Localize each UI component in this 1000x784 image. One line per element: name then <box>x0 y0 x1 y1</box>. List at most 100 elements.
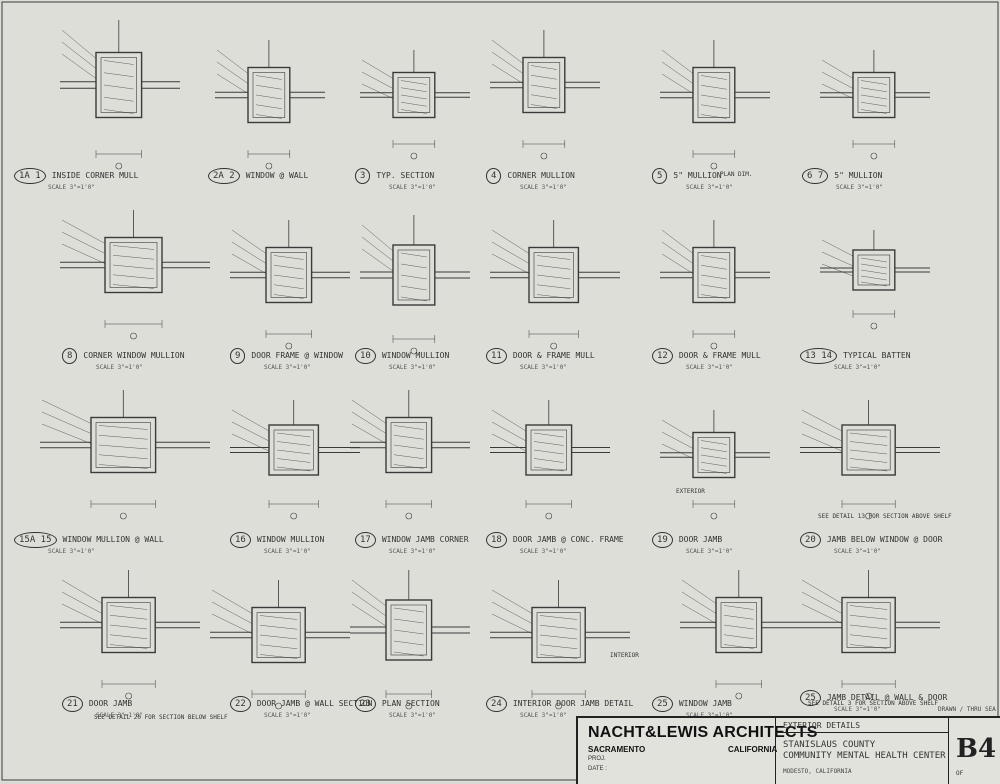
leader-line <box>61 231 106 254</box>
detail-scale: SCALE 3"=1'0" <box>686 184 733 191</box>
detail-title: INSIDE CORNER MULL <box>51 171 139 180</box>
detail-profile <box>715 596 763 654</box>
detail-title: WINDOW @ WALL <box>245 171 309 180</box>
leader-line <box>351 579 387 607</box>
leader-line <box>361 224 394 252</box>
leader-line <box>801 433 843 452</box>
detail-hatch <box>530 84 557 90</box>
detail-title: DOOR & FRAME MULL <box>678 351 761 360</box>
detail-profile <box>533 252 574 298</box>
leader-line <box>351 399 387 424</box>
detail-number: 15A 15 <box>14 532 57 548</box>
firm-state: CALIFORNIA <box>728 745 778 754</box>
detail-hatch <box>112 264 155 270</box>
detail-hatch <box>539 644 578 649</box>
leader-line <box>801 603 843 624</box>
detail-hatch <box>400 296 427 302</box>
firm-city: SACRAMENTO <box>588 745 646 754</box>
detail-title: WINDOW JAMB <box>678 699 732 708</box>
leader-line <box>361 236 394 262</box>
leader-line <box>661 419 694 439</box>
detail-hatch <box>393 454 424 459</box>
detail-title: DOOR FRAME @ WINDOW <box>251 351 343 360</box>
detail-profile <box>265 246 313 304</box>
detail-profile <box>95 51 143 119</box>
detail-number: 10 <box>355 348 376 364</box>
detail-profile <box>530 429 567 471</box>
detail-title: DOOR JAMB <box>88 699 133 708</box>
detail-profile <box>247 66 291 124</box>
detail-hatch <box>723 644 754 649</box>
title-block-divider <box>775 718 776 784</box>
detail-title: WINDOW MULLION <box>256 535 325 544</box>
detail-scale: SCALE 3"=1'0" <box>48 184 95 191</box>
center-mark <box>555 702 562 710</box>
detail-profile <box>857 254 891 286</box>
project-label: PROJ. <box>588 756 606 762</box>
detail-number: 23 <box>355 696 376 712</box>
detail-hatch <box>700 469 727 474</box>
detail-scale: SCALE 3"=1'0" <box>520 184 567 191</box>
detail-scale: SCALE 3"=1'0" <box>48 548 95 555</box>
detail-hatch <box>98 454 148 459</box>
detail-hatch <box>393 651 424 657</box>
detail-hatch <box>393 464 424 469</box>
detail-scale: SCALE 3"=1'0" <box>834 706 881 713</box>
detail-hatch <box>849 458 888 463</box>
detail-profile <box>397 77 431 113</box>
detail-hatch <box>849 615 888 620</box>
leader-line <box>661 73 694 94</box>
leader-line <box>491 63 524 84</box>
detail-hatch <box>400 285 427 291</box>
detail-hatch <box>849 466 888 472</box>
detail-hatch <box>400 252 427 258</box>
leader-line <box>231 421 270 442</box>
detail-hatch <box>393 629 424 635</box>
detail-hatch <box>700 85 727 90</box>
detail-scale: SCALE 3"=1'0" <box>686 548 733 555</box>
leader-line <box>661 61 694 84</box>
title-block-divider <box>776 732 948 733</box>
detail-hatch <box>530 104 557 109</box>
detail-hatch <box>103 97 134 102</box>
detail-hatch <box>98 464 148 469</box>
detail-hatch <box>255 85 282 90</box>
leader-line <box>661 431 694 449</box>
detail-profile <box>100 57 137 113</box>
leader-line <box>491 433 527 452</box>
sheet-of-label: OF <box>956 770 964 777</box>
leader-line <box>491 51 524 74</box>
leader-line <box>821 83 854 99</box>
center-mark <box>540 152 548 160</box>
center-mark <box>870 322 878 330</box>
detail-hatch <box>393 444 424 450</box>
detail-scale: SCALE 3"=1'0" <box>520 548 567 555</box>
leader-line <box>821 59 854 79</box>
detail-hatch <box>109 634 148 639</box>
center-mark <box>410 152 418 160</box>
center-mark <box>265 162 273 170</box>
detail-hatch <box>259 644 298 649</box>
detail-number: 16 <box>230 532 251 548</box>
detail-hatch <box>700 462 727 467</box>
detail-profile <box>256 612 301 658</box>
leader-line <box>231 409 270 432</box>
detail-hatch <box>700 94 727 100</box>
center-mark <box>545 512 553 520</box>
detail-hatch <box>860 94 887 100</box>
leader-line <box>211 613 253 634</box>
detail-scale: SCALE 3"=1'0" <box>834 548 881 555</box>
leader-line <box>801 591 843 614</box>
detail-hatch <box>849 432 888 438</box>
leader-line <box>61 219 106 244</box>
leader-line <box>361 248 394 272</box>
center-mark <box>130 332 137 340</box>
detail-hatch <box>533 449 564 455</box>
leader-line <box>351 603 387 627</box>
leader-line <box>661 443 694 459</box>
